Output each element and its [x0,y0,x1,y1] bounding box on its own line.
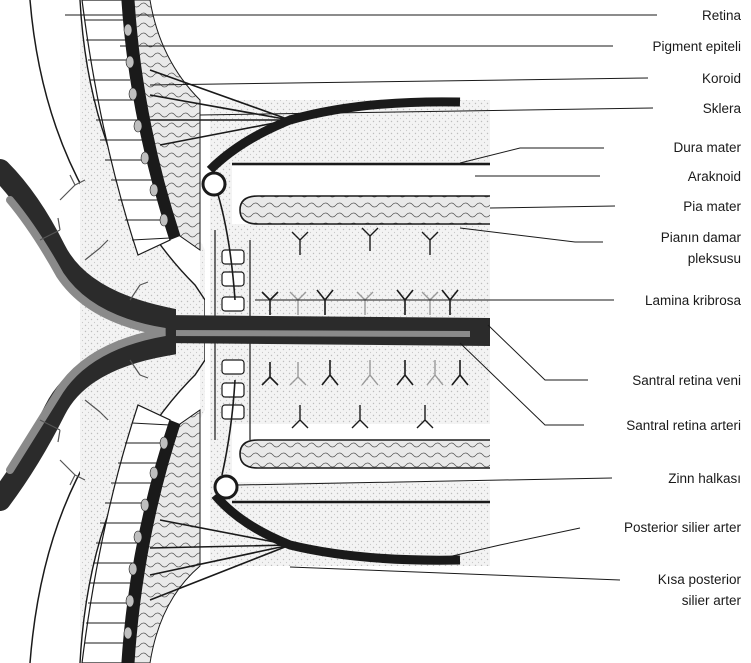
pia-mater-upper [240,196,490,224]
central-retinal-artery [160,330,470,337]
label-pial-plexus-line2: pleksusu [688,251,741,266]
pia-mater-lower [240,440,490,468]
label-choroid: Koroid [702,71,741,86]
label-central-retinal-artery: Santral retina arteri [626,418,741,433]
label-pigment-epithelium: Pigment epiteli [652,39,741,54]
label-zinn-ring: Zinn halkası [668,471,741,486]
label-lamina-cribrosa: Lamina kribrosa [645,293,742,308]
label-arachnoid: Araknoid [688,169,741,184]
label-retina: Retina [702,8,742,23]
label-dura-mater: Dura mater [673,140,741,155]
labels: Retina Pigment epiteli Koroid Sklera Dur… [624,8,742,608]
label-short-posterior-ciliary-line1: Kısa posterior [658,572,742,587]
label-sclera: Sklera [703,101,742,116]
label-central-retinal-vein: Santral retina veni [632,373,741,388]
label-posterior-ciliary-artery: Posterior silier arter [624,520,742,535]
zinn-ring-upper [203,173,225,195]
zinn-ring-lower [215,476,237,498]
label-pia-mater: Pia mater [683,199,741,214]
sclera-outer-band [0,0,50,663]
label-short-posterior-ciliary-line2: silier arter [682,593,742,608]
label-pial-plexus-line1: Pianın damar [661,230,742,245]
